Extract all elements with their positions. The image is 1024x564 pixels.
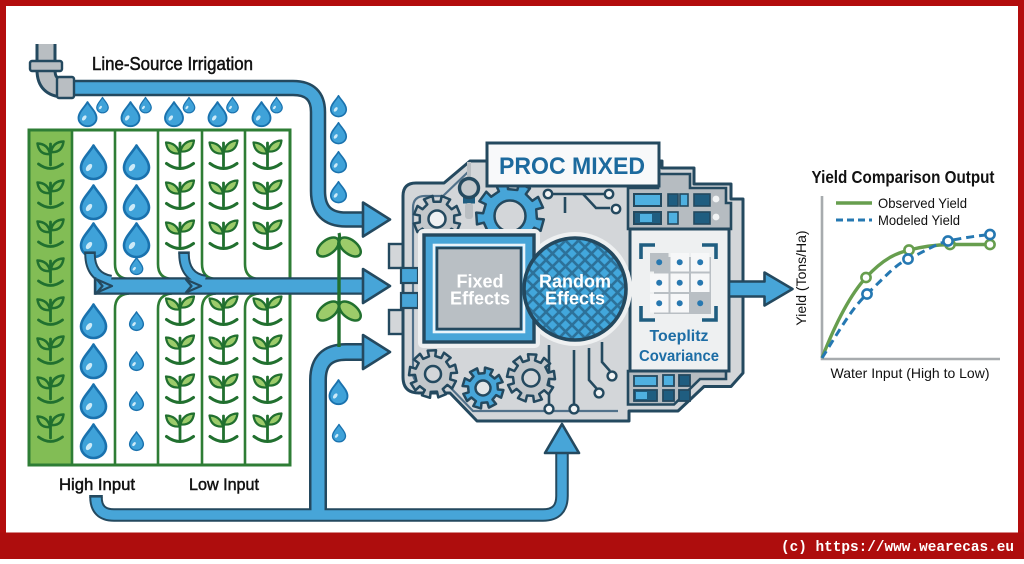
svg-text:Random: Random bbox=[539, 272, 611, 292]
svg-text:Effects: Effects bbox=[545, 289, 605, 309]
svg-text:Toeplitz: Toeplitz bbox=[650, 328, 709, 345]
svg-text:Low Input: Low Input bbox=[189, 475, 259, 494]
svg-text:Effects: Effects bbox=[450, 289, 510, 309]
svg-text:Yield (Tons/Ha): Yield (Tons/Ha) bbox=[793, 230, 809, 325]
svg-text:PROC MIXED: PROC MIXED bbox=[499, 153, 645, 180]
svg-text:(c) https://www.wearecas.eu: (c) https://www.wearecas.eu bbox=[781, 539, 1014, 556]
svg-text:Modeled Yield: Modeled Yield bbox=[878, 212, 960, 228]
svg-text:High Input: High Input bbox=[59, 475, 135, 494]
svg-text:Fixed: Fixed bbox=[456, 272, 503, 292]
svg-text:Water Input (High to Low): Water Input (High to Low) bbox=[831, 365, 990, 381]
svg-text:Line-Source Irrigation: Line-Source Irrigation bbox=[92, 54, 253, 74]
svg-text:Observed Yield: Observed Yield bbox=[878, 195, 967, 211]
svg-text:Covariance: Covariance bbox=[639, 348, 719, 365]
svg-text:Yield Comparison Output: Yield Comparison Output bbox=[812, 167, 995, 187]
